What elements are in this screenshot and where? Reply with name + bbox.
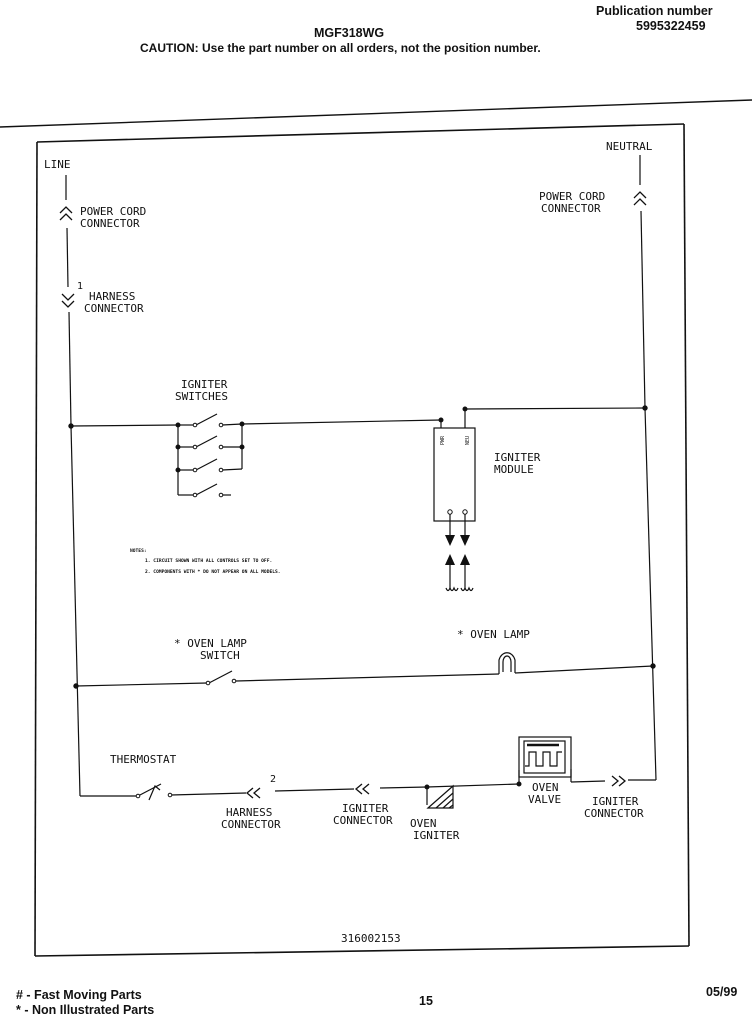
harness-bottom-line2: CONNECTOR [221, 818, 281, 831]
line-label: LINE [44, 158, 71, 171]
oven-igniter-line2: IGNITER [413, 829, 460, 842]
igniter-connector-right-line2: CONNECTOR [584, 807, 644, 820]
publication-label: Publication number [596, 4, 713, 18]
neutral-label: NEUTRAL [606, 140, 653, 153]
igniter-module-line1: IGNITER [494, 451, 541, 464]
note-2: 2. COMPONENTS WITH * DO NOT APPEAR ON AL… [145, 569, 281, 575]
igniter-connector-right-line1: IGNITER [592, 795, 639, 808]
drawing-number: 316002153 [341, 932, 401, 945]
module-terminal-pwr: PWR [440, 435, 446, 445]
igniter-module-line2: MODULE [494, 463, 534, 476]
harness-top-number: 1 [77, 281, 83, 292]
publication-number: 5995322459 [636, 19, 706, 33]
note-1: 1. CIRCUIT SHOWN WITH ALL CONTROLS SET T… [145, 558, 272, 564]
oven-lamp-switch-line1: * OVEN LAMP [174, 637, 247, 650]
harness-bottom-number: 2 [270, 774, 276, 785]
oven-lamp-label: * OVEN LAMP [457, 628, 530, 641]
igniter-switches-line1: IGNITER [181, 378, 228, 391]
harness-bottom-line1: HARNESS [226, 806, 272, 819]
caution-text: CAUTION: Use the part number on all orde… [140, 41, 541, 55]
model-number: MGF318WG [314, 26, 385, 40]
page-number: 15 [419, 994, 433, 1008]
thermostat-label: THERMOSTAT [110, 753, 177, 766]
oven-igniter-line1: OVEN [410, 817, 437, 830]
notes-title: NOTES: [130, 548, 147, 554]
oven-lamp-switch-line2: SWITCH [200, 649, 240, 662]
igniter-switches-line2: SWITCHES [175, 390, 228, 403]
module-terminal-neu: NEU [465, 436, 471, 445]
harness-top-line2: CONNECTOR [84, 302, 144, 315]
legend-non-illustrated: * - Non Illustrated Parts [16, 1003, 155, 1017]
igniter-connector-mid-line2: CONNECTOR [333, 814, 393, 827]
oven-valve-line2: VALVE [528, 793, 561, 806]
power-cord-left-line1: POWER CORD [80, 205, 146, 218]
footer-date: 05/99 [706, 985, 738, 999]
harness-top-line1: HARNESS [89, 290, 135, 303]
power-cord-left-line2: CONNECTOR [80, 217, 140, 230]
power-cord-right-line1: POWER CORD [539, 190, 605, 203]
legend-fast-moving: # - Fast Moving Parts [16, 988, 142, 1002]
igniter-connector-mid-line1: IGNITER [342, 802, 389, 815]
oven-valve-line1: OVEN [532, 781, 559, 794]
power-cord-right-line2: CONNECTOR [541, 202, 601, 215]
